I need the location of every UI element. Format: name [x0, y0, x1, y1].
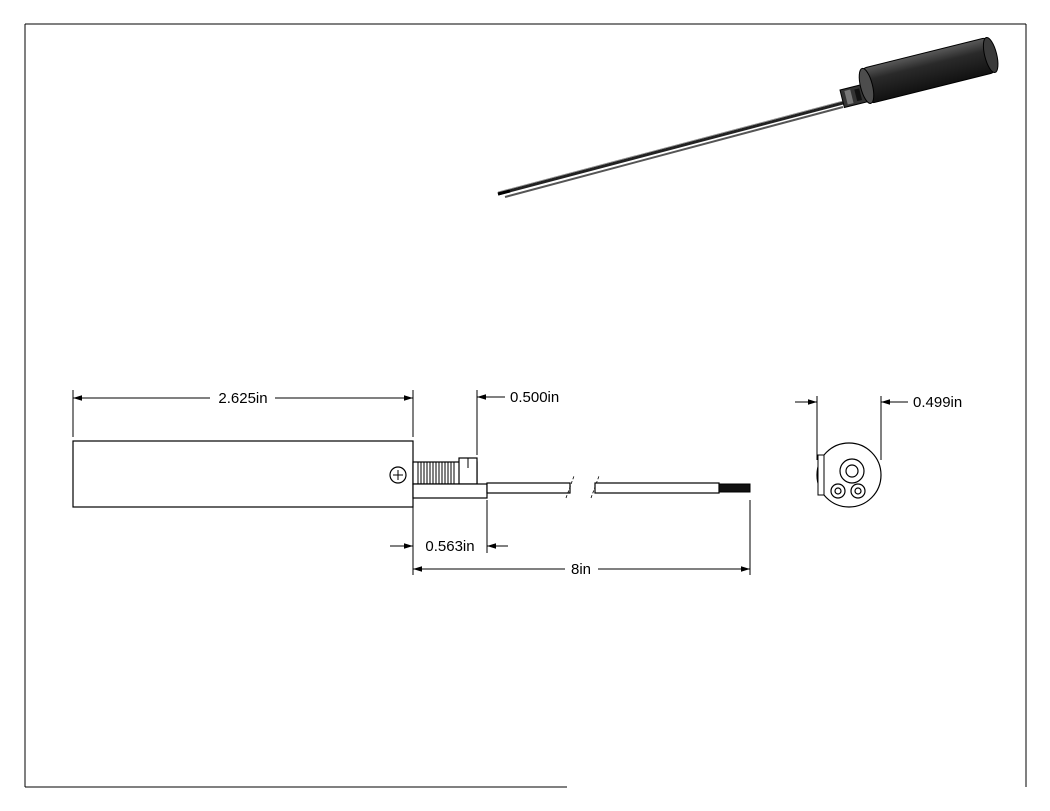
sheet-border [24, 23, 1027, 788]
dim-label-diameter: 0.499in [913, 394, 962, 411]
dim-label-overall-length: 8in [571, 561, 591, 578]
dim-label-body-length: 2.625in [218, 390, 267, 407]
dimension-tip-length: 0.500in [476, 389, 559, 455]
side-view [72, 440, 751, 508]
dimension-diameter: 0.499in [795, 394, 962, 460]
dimension-body-length: 2.625in [72, 390, 414, 437]
dimension-sleeve-length: 0.563in [390, 500, 508, 575]
dimension-overall-length: 8in [413, 500, 751, 578]
end-view [816, 442, 882, 508]
isometric-view [497, 36, 999, 198]
thread-hatching [417, 462, 455, 484]
dim-label-sleeve-length: 0.563in [425, 538, 474, 555]
dim-label-tip-length: 0.500in [510, 389, 559, 406]
